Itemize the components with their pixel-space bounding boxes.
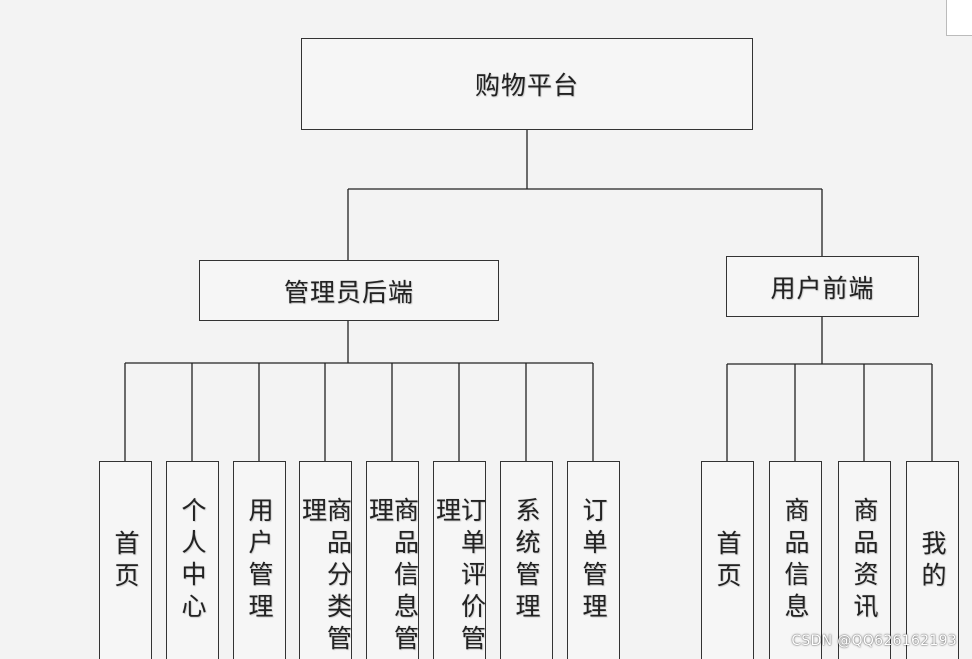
admin-leaf-label: 系统管理 (512, 497, 541, 625)
user-frontend-node: 用户前端 (726, 256, 919, 317)
watermark: CSDN @QQ626162193 (791, 633, 957, 649)
admin-backend-node: 管理员后端 (199, 260, 499, 321)
user-frontend-label: 用户前端 (770, 273, 875, 303)
user-leaf-label: 商品资讯 (850, 497, 879, 625)
admin-leaf-label: 商品分类管理 (298, 497, 353, 657)
admin-leaf-label: 订单评价管理 (432, 497, 487, 657)
user-leaf-label: 商品信息 (781, 497, 810, 625)
admin-leaf-order-review-management: 订单评价管理 (432, 461, 487, 659)
admin-leaf-user-management: 用户管理 (233, 461, 286, 659)
corner-panel (946, 0, 972, 36)
user-leaf-product-news: 商品资讯 (838, 461, 891, 659)
user-leaf-product-info: 商品信息 (769, 461, 822, 659)
admin-leaf-personal-center: 个人中心 (166, 461, 219, 659)
admin-leaf-home: 首页 (99, 461, 152, 659)
admin-leaf-label: 用户管理 (245, 497, 274, 625)
admin-leaf-label: 首页 (111, 530, 140, 594)
user-leaf-home: 首页 (701, 461, 754, 659)
user-leaf-mine: 我的 (906, 461, 959, 659)
admin-backend-label: 管理员后端 (283, 277, 414, 307)
root-node-label: 购物平台 (474, 71, 579, 100)
admin-leaf-label: 商品信息管理 (365, 497, 420, 657)
admin-leaf-product-info-management: 商品信息管理 (365, 461, 420, 659)
root-node: 购物平台 (301, 38, 753, 130)
user-leaf-label: 首页 (713, 530, 742, 594)
admin-leaf-label: 订单管理 (579, 497, 608, 625)
admin-leaf-label: 个人中心 (178, 497, 207, 625)
admin-leaf-category-management: 商品分类管理 (298, 461, 353, 659)
user-leaf-label: 我的 (918, 530, 947, 594)
admin-leaf-system-management: 系统管理 (500, 461, 553, 659)
admin-leaf-order-management: 订单管理 (567, 461, 620, 659)
